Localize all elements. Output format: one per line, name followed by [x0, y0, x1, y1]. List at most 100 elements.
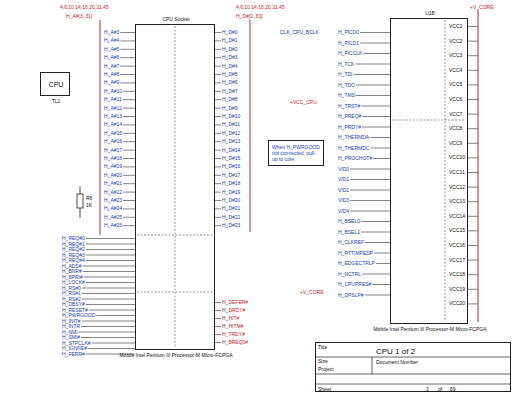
- pin-stub: [215, 91, 221, 92]
- pin-stub: [468, 260, 478, 261]
- pin-stub: [468, 187, 478, 188]
- pin-signal: VID1: [338, 177, 349, 182]
- power-pin: VCC10: [449, 155, 465, 160]
- pin-stub: [215, 82, 221, 83]
- pin-stub: [215, 334, 221, 335]
- data-signal: H_D#0: [222, 30, 238, 35]
- part-caption: Mobile Intel Pentium III Processor-M Mic…: [373, 327, 486, 332]
- note-box: When H_PWRGOOD not connected, pull-up to…: [268, 140, 324, 166]
- part-value: 1K: [86, 203, 92, 208]
- pin-stub: [215, 217, 221, 218]
- part-caption: Mobile Intel Pentium III Processor-M Mic…: [119, 353, 232, 358]
- part-label: Title: [318, 345, 327, 350]
- control-signal: H_REQ#4: [62, 258, 85, 263]
- address-signal: H_A#22: [104, 190, 122, 195]
- address-signal: H_A#20: [104, 173, 122, 178]
- pin-stub: [362, 127, 390, 128]
- part-label: CPU: [49, 81, 64, 88]
- pin-stub: [365, 295, 390, 296]
- grid-line: [315, 374, 511, 375]
- pin-signal: VID2: [338, 188, 349, 193]
- pin-stub: [468, 55, 478, 56]
- power-pin: VCC20: [449, 301, 465, 306]
- page-reference: 4,6,10,14,16,20,31,45: [60, 5, 109, 10]
- pin-signal: H_TDO: [338, 83, 355, 88]
- pin-signal: H_PICCLK: [338, 51, 362, 56]
- pin-stub: [468, 274, 478, 275]
- address-signal: H_A#5: [104, 47, 119, 52]
- pin-stub: [120, 66, 135, 67]
- address-signal: H_A#9: [104, 80, 119, 85]
- address-signal: H_A#10: [104, 89, 122, 94]
- pin-stub: [215, 116, 221, 117]
- power-pin: VCC4: [449, 68, 462, 73]
- data-signal: H_D#1: [222, 38, 238, 43]
- pin-stub: [215, 326, 221, 327]
- address-signal: H_A#19: [104, 164, 122, 169]
- pin-stub: [215, 318, 221, 319]
- address-signal: H_A#11: [104, 97, 122, 102]
- pin-stub: [86, 255, 135, 256]
- section-dividers: [137, 20, 466, 348]
- pin-stub: [360, 32, 390, 33]
- section-divider: [392, 120, 466, 121]
- section-divider: [445, 20, 446, 322]
- pin-stub: [215, 108, 221, 109]
- data-signal: H_D#3: [222, 55, 238, 60]
- pin-stub: [373, 158, 390, 159]
- grid-line: [315, 384, 511, 385]
- power-pin: VCC15: [449, 228, 465, 233]
- pin-stub: [215, 310, 221, 311]
- data-signal: H_D#15: [222, 156, 240, 161]
- pin-stub: [120, 57, 135, 58]
- pin-stub: [84, 277, 135, 278]
- pin-stub: [468, 70, 478, 71]
- pin-signal: H_PROCHOT#: [338, 156, 372, 161]
- data-signal: H_D#22: [222, 215, 240, 220]
- pin-stub: [215, 49, 221, 50]
- pin-stub: [123, 108, 135, 109]
- address-signal: H_A#6: [104, 55, 119, 60]
- address-signal: H_A#4: [104, 38, 119, 43]
- pin-stub: [86, 249, 135, 250]
- pin-stub: [468, 230, 478, 231]
- pin-stub: [123, 141, 135, 142]
- data-signal: H_D#19: [222, 190, 240, 195]
- title-block-grid: [315, 357, 511, 384]
- pin-stub: [362, 274, 390, 275]
- pin-stub: [215, 150, 221, 151]
- grid-line: [315, 357, 511, 358]
- pin-stub: [215, 40, 221, 41]
- pin-stub: [468, 172, 478, 173]
- control-signal: H_REQ#0: [62, 236, 85, 241]
- data-bus: [250, 20, 251, 232]
- power-pin: VCC9: [449, 141, 462, 146]
- pin-stub: [215, 133, 221, 134]
- pin-stub: [370, 148, 390, 149]
- pin-stub: [86, 282, 135, 283]
- bus-name: H_D#[0..63]: [236, 14, 263, 19]
- pin-stub: [360, 43, 390, 44]
- data-signal: H_D#23: [222, 223, 240, 228]
- pin-stub: [82, 266, 135, 267]
- pin-stub: [86, 244, 135, 245]
- pin-stub: [120, 49, 135, 50]
- address-signal: H_A#13: [104, 114, 122, 119]
- pin-stub: [468, 303, 478, 304]
- pin-stub: [215, 141, 221, 142]
- data-signal: H_D#12: [222, 131, 240, 136]
- pin-stub: [372, 284, 390, 285]
- control-signal: H_RS#2: [62, 297, 81, 302]
- control-signal: H_HIT#: [222, 316, 239, 321]
- cpu-socket: CPU SocketMobile Intel Pentium III Proce…: [135, 24, 215, 350]
- pin-stub: [468, 99, 478, 100]
- pin-stub: [215, 32, 221, 33]
- data-signal: H_D#9: [222, 106, 238, 111]
- part-caption: 69: [450, 387, 456, 392]
- pin-stub: [120, 82, 135, 83]
- pin-stub: [468, 26, 478, 27]
- section-divider: [137, 235, 213, 236]
- pin-stub: [123, 225, 135, 226]
- pin-stub: [123, 192, 135, 193]
